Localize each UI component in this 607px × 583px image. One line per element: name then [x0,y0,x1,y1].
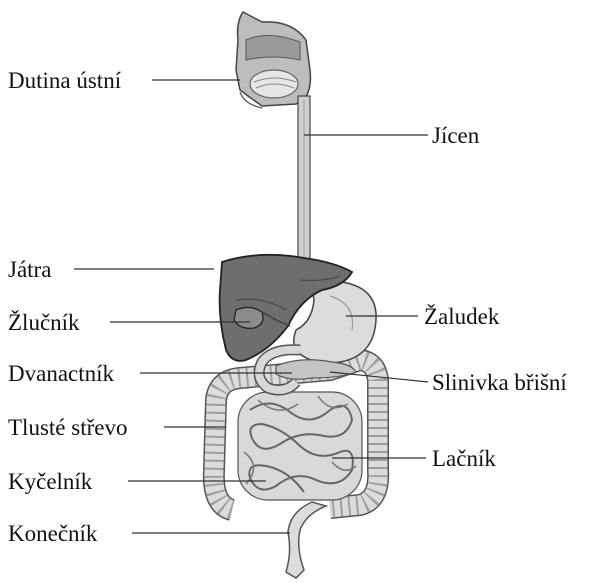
label-duodenum: Dvanactník [8,361,115,386]
label-ileum: Kyčelník [8,469,93,494]
label-rectum: Konečník [8,521,98,546]
oral-cavity-illustration [236,12,310,108]
label-mouth: Dutina ústní [8,68,122,93]
label-pancreas: Slinivka břišní [432,370,567,395]
label-gallbladder: Žlučník [8,310,80,335]
label-esophagus: Jícen [432,123,480,148]
label-large-intestine: Tlusté střevo [8,415,127,440]
rectum-illustration [286,502,326,578]
esophagus-illustration [298,96,310,268]
label-jejunum: Lačník [432,446,496,471]
label-stomach: Žaludek [424,304,500,329]
label-liver: Játra [8,257,51,282]
small-intestine-illustration [238,392,362,500]
